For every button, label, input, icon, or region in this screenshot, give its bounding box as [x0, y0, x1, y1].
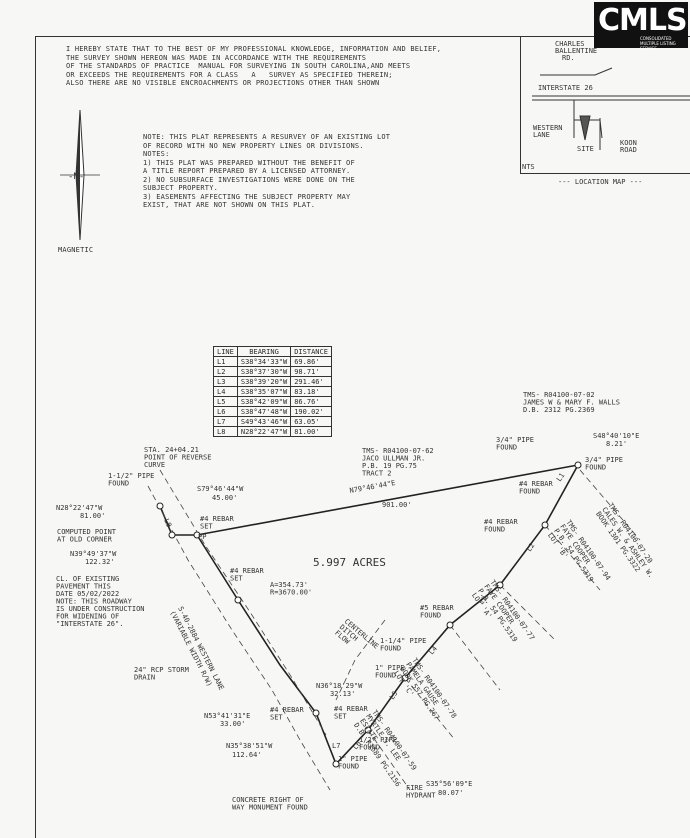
- location-map-site: SITE: [577, 145, 594, 153]
- plat-label-bearing-s79: S79°46'44"W: [197, 485, 244, 493]
- plat-label-tms-cooper2: TMS- R04100-07-77FAYE COOPERP.B. 54 PG.5…: [470, 579, 536, 655]
- plat-label-bearing-s35: S35°56'09"E: [426, 780, 472, 788]
- line-tags: L1 L2 L3 L4 L5 L6 L7 L8: [162, 472, 566, 752]
- table-cell: 81.00': [290, 426, 332, 437]
- plat-label-dist-45: 45.00': [212, 494, 237, 502]
- plat-label-bearing-s48: S48°40'10"E: [593, 432, 639, 440]
- plat-label-bearing-n35: N35°38'51"W: [226, 742, 273, 750]
- logo-subtitle: CONSOLIDATED MULTIPLE LISTING SERVICE: [640, 36, 676, 51]
- location-map-interstate: INTERSTATE 26: [538, 84, 593, 92]
- plat-label-bearing-n79: N79°46'44"E: [349, 479, 396, 495]
- line-tag: L4: [427, 645, 439, 657]
- line-tag: L6: [351, 740, 363, 752]
- line-tag: L1: [555, 472, 566, 484]
- plat-label-bearing-n28: N28°22'47"W: [56, 504, 103, 512]
- plat-label-tms-gause: TMS- R04100-07-78PAMELA GAUSEBOOK 557 PG…: [392, 657, 458, 733]
- line-tag: L8: [162, 517, 173, 528]
- plat-label-dist-33: 33.00': [220, 720, 245, 728]
- acreage-label: 5.997 ACRES: [313, 556, 386, 569]
- plat-label-centerline: CENTERLINEDITCHFLOW: [333, 617, 380, 662]
- certification-statement: I HEREBY STATE THAT TO THE BEST OF MY PR…: [66, 45, 442, 87]
- plat-label-dist-901: 901.00': [382, 501, 412, 509]
- plat-label-dist-122: 122.32': [85, 558, 115, 566]
- line-tag: L5: [388, 690, 399, 702]
- location-map-nts: NTS: [522, 163, 535, 171]
- plat-label-dist-821: 8.21': [606, 440, 627, 448]
- logo-text: CMLS: [598, 3, 688, 38]
- location-map-drawing: [532, 67, 690, 150]
- plat-label-dist-81: 81.00': [80, 512, 105, 520]
- survey-points: [156, 461, 582, 768]
- line-tag: L2: [525, 542, 536, 554]
- north-label: -N-: [68, 172, 84, 182]
- plat-label-dist-3213: 32.13': [330, 690, 355, 698]
- table-cell: N28°22'47"W: [236, 426, 292, 437]
- road-name-label: S-40-2884 WESTERN LANE(VARIABLE WIDTH R/…: [168, 605, 225, 695]
- plat-label-dist-11264: 112.64': [232, 751, 262, 759]
- plat-label-bearing-n53: N53°41'31"E: [204, 712, 250, 720]
- plat-label-pp: PP: [198, 533, 206, 541]
- line-tag: L3: [477, 595, 489, 607]
- plat-label-bearing-n39: N39°49'37"W: [70, 550, 117, 558]
- north-arrow-icon: [60, 109, 100, 241]
- plat-label-tms-cooper1: TMS- R04100-07-94FAYE COOPERP.B. 54 PG.5…: [546, 519, 612, 595]
- road-lines: [147, 469, 641, 791]
- plat-notes: NOTE: THIS PLAT REPRESENTS A RESURVEY OF…: [143, 133, 391, 209]
- plat-label-dist-8007: 80.07': [438, 789, 463, 797]
- line-tag: L7: [332, 742, 340, 750]
- plat-label-bearing-n36: N36°18'29"W: [316, 682, 363, 690]
- magnetic-label: MAGNETIC: [58, 246, 94, 254]
- plat-label-curve: A=354.73'R=3670.00': [270, 581, 312, 597]
- cmls-logo: CMLS CONSOLIDATED MULTIPLE LISTING SERVI…: [594, 2, 688, 51]
- plat-border: [35, 36, 690, 838]
- location-map: [520, 36, 690, 174]
- location-map-caption: --- LOCATION MAP ---: [558, 178, 642, 186]
